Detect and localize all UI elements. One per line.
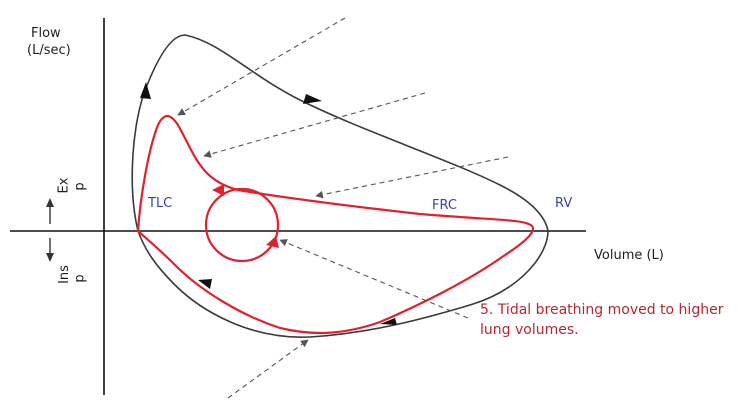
annotation-line-2: lung volumes.	[480, 322, 579, 338]
tlc-label: TLC	[148, 196, 173, 211]
tidal-breathing-annotation: 5. Tidal breathing moved to higher lung …	[480, 300, 745, 340]
shifted-flow-volume-loop	[136, 114, 535, 335]
ins-label: Ins	[56, 265, 72, 284]
frc-label: FRC	[432, 198, 457, 213]
ex-p-label: p	[72, 182, 88, 191]
ins-p-label: p	[72, 274, 88, 283]
y-axis-label-units: (L/sec)	[27, 43, 71, 58]
normal-flow-volume-loop	[131, 34, 549, 338]
tidal-breathing-loop	[204, 187, 280, 263]
y-axis-label-flow: Flow	[31, 26, 61, 41]
annotation-line-1: 5. Tidal breathing moved to higher	[480, 302, 724, 318]
ex-ins-arrows	[46, 198, 54, 262]
loop-direction-arrows	[140, 82, 397, 325]
x-axis-label: Volume (L)	[594, 248, 664, 263]
ex-label: Ex	[56, 177, 72, 194]
rv-label: RV	[555, 196, 573, 211]
dashed-pointers	[177, 17, 509, 399]
